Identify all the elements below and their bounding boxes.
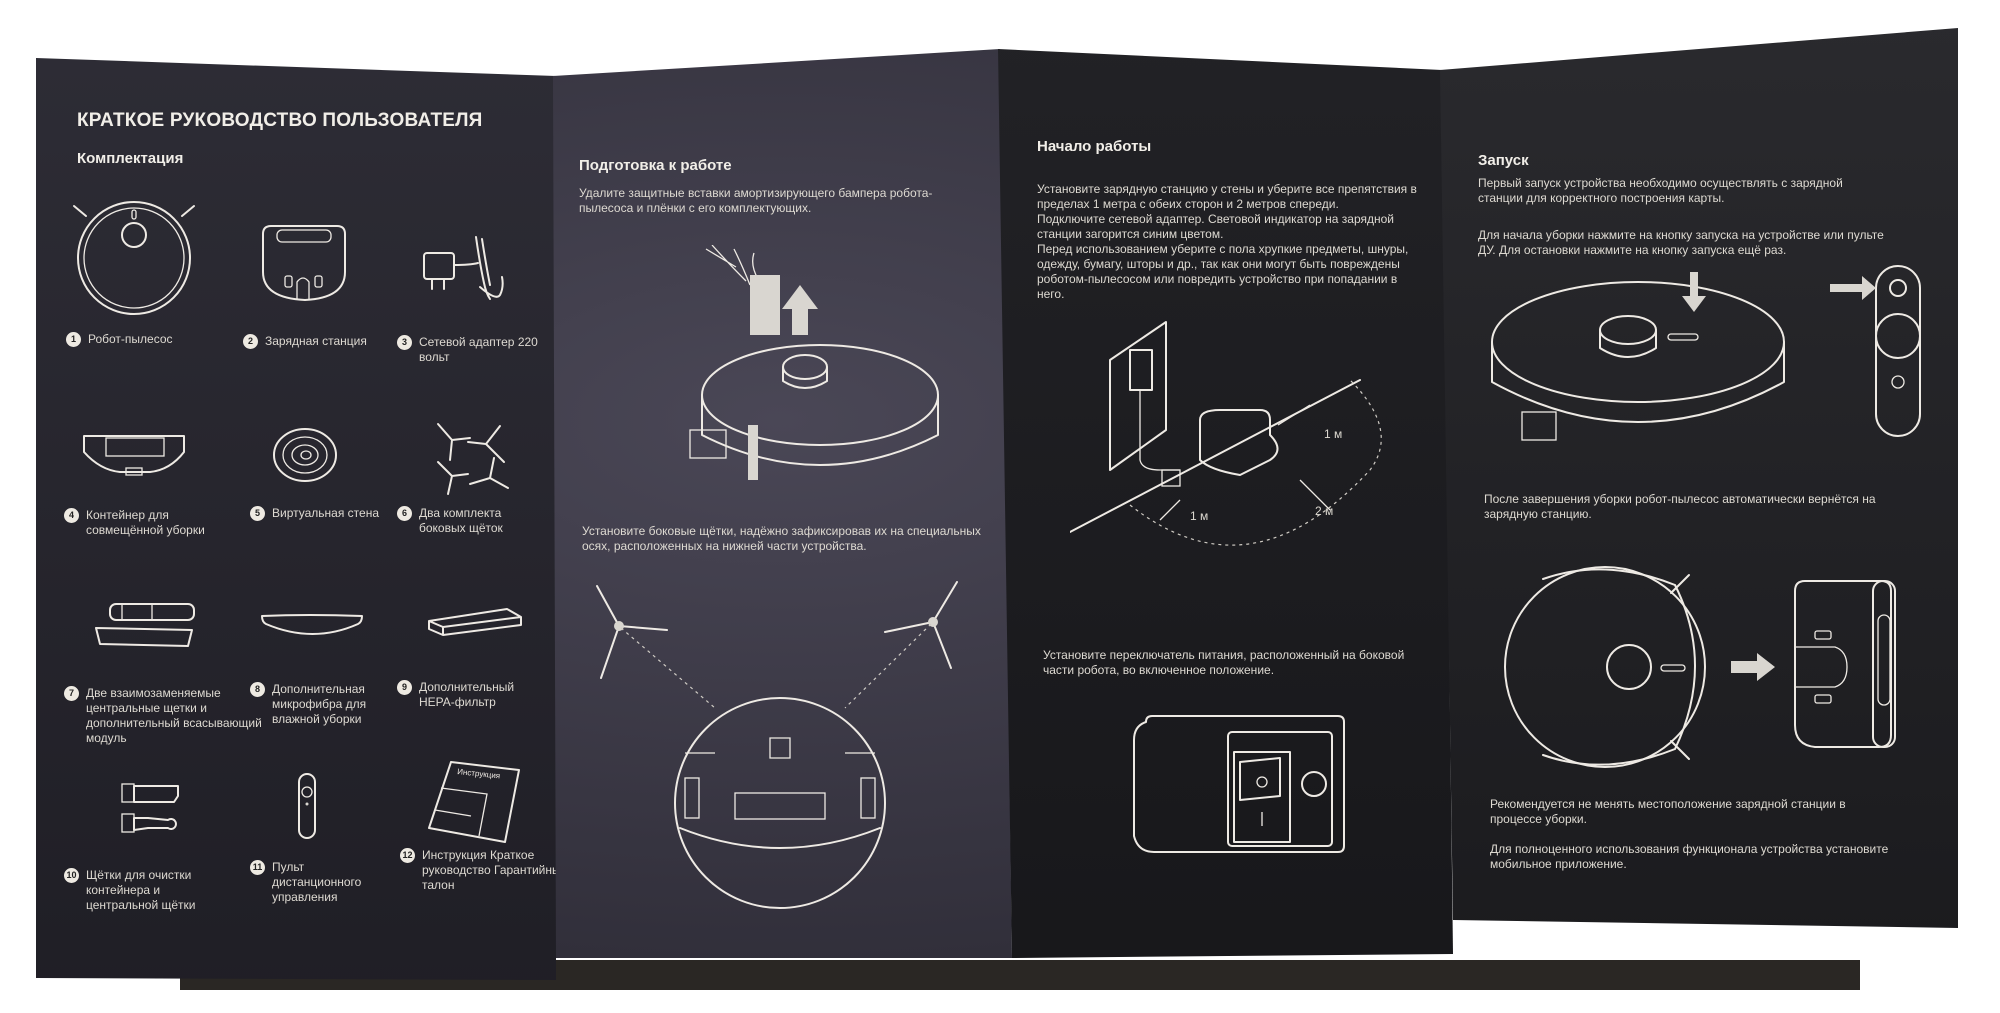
hepa-filter-icon	[428, 608, 522, 636]
svg-text:Инструкция: Инструкция	[457, 767, 501, 780]
manuals-icon: Инструкция	[428, 761, 520, 843]
preparation-text-1: Удалите защитные вставки амортизирующего…	[579, 186, 933, 215]
svg-text:1 м: 1 м	[1324, 427, 1342, 441]
combo-container-icon	[83, 435, 185, 476]
preparation-heading: Подготовка к работе	[579, 157, 732, 174]
virtual-wall-icon	[273, 428, 337, 482]
guide-title: КРАТКОЕ РУКОВОДСТВО ПОЛЬЗОВАТЕЛЯ	[77, 110, 483, 131]
start-button-illustration	[1491, 265, 1921, 441]
getting-started-text: Установите зарядную станцию у стены и уб…	[1037, 182, 1417, 301]
power-switch-illustration	[1133, 715, 1345, 853]
launch-text-1: Первый запуск устройства необходимо осущ…	[1478, 176, 1843, 205]
charging-station-icon	[262, 225, 346, 301]
contents-heading: Комплектация	[77, 150, 184, 167]
preparation-text-2: Установите боковые щётки, надёжно зафикс…	[582, 524, 981, 553]
remote-control-icon	[298, 773, 316, 839]
side-brushes-icon	[437, 423, 509, 495]
return-to-dock-illustration	[1504, 566, 1896, 768]
launch-heading: Запуск	[1478, 152, 1529, 169]
svg-text:1 м: 1 м	[1190, 509, 1208, 523]
svg-text:2 м: 2 м	[1315, 504, 1333, 518]
launch-text-5: Для полноценного использования функциона…	[1490, 842, 1889, 871]
power-switch-text: Установите переключатель питания, распол…	[1043, 648, 1405, 677]
power-adapter-icon	[423, 236, 504, 300]
robot-vacuum-icon	[73, 201, 195, 315]
cleaning-brushes-icon	[121, 783, 179, 833]
main-brushes-icon	[95, 603, 195, 647]
remove-bumper-insert-illustration	[689, 245, 939, 480]
install-side-brushes-illustration	[596, 581, 958, 909]
station-placement-illustration: 1 м 1 м 2 м	[1070, 321, 1382, 546]
launch-text-4: Рекомендуется не менять местоположение з…	[1490, 797, 1846, 826]
microfiber-pad-icon	[261, 614, 363, 635]
launch-text-3: После завершения уборки робот-пылесос ав…	[1484, 492, 1876, 521]
getting-started-heading: Начало работы	[1037, 138, 1152, 155]
launch-text-2: Для начала уборки нажмите на кнопку запу…	[1478, 228, 1884, 257]
